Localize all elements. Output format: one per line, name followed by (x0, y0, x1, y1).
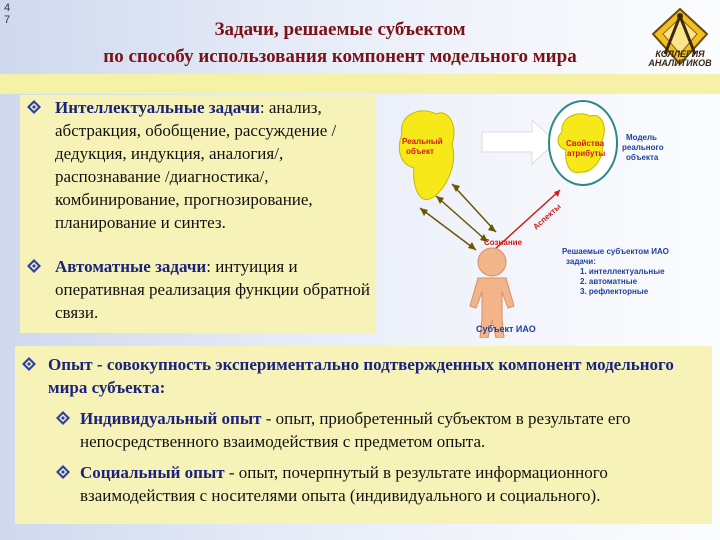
person-icon (469, 247, 515, 338)
subject-label: Субъект ИАО (476, 324, 536, 334)
real-object-shape (398, 110, 455, 201)
task-1: 1. интеллектуальные (580, 267, 665, 276)
automatic-tasks-text: Автоматные задачи: интуиция и оперативна… (55, 257, 370, 322)
social-experience-term: Социальный опыт (80, 463, 225, 482)
perception-arrows (419, 183, 497, 251)
task-2: 2. автоматные (580, 277, 638, 286)
intellectual-tasks-text: Интеллектуальные задачи: анализ, абстрак… (55, 98, 337, 232)
experience-box (15, 346, 712, 524)
title-band (0, 74, 720, 94)
real-object-label-1: Реальный (402, 137, 443, 146)
social-experience-text: Социальный опыт - опыт, почерпнутый в ре… (80, 463, 608, 505)
logo-text: КОЛЛЕГИЯ АНАЛИТИКОВ (648, 49, 712, 68)
experience-definition: Опыт - совокупность экспериментально под… (48, 355, 674, 397)
model-label-3: объекта (626, 153, 659, 162)
compass-logo-icon (651, 7, 709, 66)
tasks-title-1: Решаемые субъектом ИАО (562, 247, 669, 256)
individual-experience-text: Индивидуальный опыт - опыт, приобретенны… (80, 409, 631, 451)
big-arrow-icon (481, 118, 557, 166)
tasks-title-2: задачи: (566, 257, 596, 266)
slide-number: 4 7 (4, 2, 11, 26)
task-3: 3. рефлекторные (580, 287, 649, 296)
consciousness-label: Сознание (484, 238, 523, 247)
title-line-2: по способу использования компонент модел… (103, 46, 577, 67)
slide-title: Задачи, решаемые субъектом по способу ис… (40, 16, 640, 70)
properties-label-1: Свойства (566, 139, 605, 148)
intellectual-tasks-box (20, 95, 376, 333)
title-line-1: Задачи, решаемые субъектом (214, 19, 466, 40)
diamond-bullet-icon (22, 357, 36, 371)
model-label-1: Модель (626, 133, 657, 142)
experience-term: Опыт (48, 355, 93, 374)
diamond-bullet-icon (56, 411, 70, 425)
real-object-label-2: объект (406, 147, 434, 156)
model-label-2: реального (622, 143, 664, 152)
diamond-bullet-icon (27, 100, 41, 114)
individual-experience-term: Индивидуальный опыт (80, 409, 262, 428)
intellectual-tasks-term: Интеллектуальные задачи (55, 98, 260, 117)
diamond-bullet-icon (27, 259, 41, 273)
automatic-tasks-term: Автоматные задачи (55, 257, 207, 276)
aspects-label: Аспекты (531, 202, 563, 232)
diamond-bullet-icon (56, 465, 70, 479)
properties-shape (557, 113, 605, 174)
properties-label-2: атрибуты (567, 149, 605, 158)
model-world-diagram: Реальный объект Свойства атрибуты Модель… (398, 100, 669, 338)
